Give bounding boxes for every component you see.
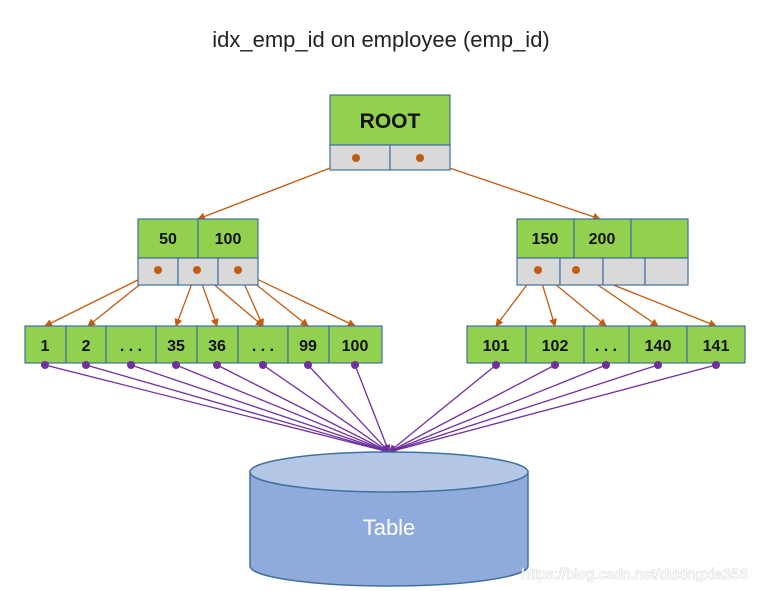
row-pointer-dot [213, 361, 221, 369]
leaf-group-left: 1 2 . . . 35 36 . . . 99 100 [24, 325, 383, 364]
pointer-dot [534, 266, 542, 274]
leaf-group-right: 101 102 . . . 140 141 [466, 325, 746, 364]
row-pointer-edge [130, 364, 390, 454]
internal-node-left: 50 100 [137, 218, 259, 286]
leaf-key: 2 [82, 338, 91, 355]
row-pointer-edge [388, 364, 717, 455]
internal-key-cell-empty [630, 218, 689, 259]
internal-key: 50 [159, 231, 177, 248]
root-node: ROOT [329, 94, 451, 171]
row-pointer-dot [41, 361, 49, 369]
leaf-cell [466, 325, 527, 364]
leaf-key: 1 [41, 338, 50, 355]
row-pointer-dot [351, 361, 359, 369]
internal-pointer-cell [644, 257, 689, 286]
row-pointer-edge [175, 364, 390, 454]
internal-key: 200 [589, 231, 616, 248]
leaf-key: 36 [208, 338, 226, 355]
leaf-key: 35 [167, 338, 185, 355]
leaf-cell [328, 325, 383, 364]
leaf-key-ellipsis: . . . [120, 338, 142, 355]
leaf-cell [237, 325, 289, 364]
row-pointer-edge [85, 364, 390, 454]
table-label: Table [363, 515, 416, 540]
leaf-key: 141 [703, 338, 730, 355]
row-pointer-edge [388, 364, 497, 453]
watermark: https://blog.csdn.net/duxingxia356 [521, 566, 748, 583]
leaf-key: 101 [483, 338, 510, 355]
diagram-title: idx_emp_id on employee (emp_id) [212, 27, 550, 52]
row-pointer-dot [654, 361, 662, 369]
internal-key-cell [516, 218, 575, 259]
row-pointer-dot [551, 361, 559, 369]
table-top [249, 451, 529, 493]
leaf-key: 140 [645, 338, 672, 355]
pointer-dot [154, 266, 162, 274]
pointer-dot [193, 266, 201, 274]
pointer-dot [234, 266, 242, 274]
pointer-dot [416, 154, 424, 162]
row-pointer-edge [354, 364, 391, 453]
internal-node-right: 150 200 [516, 218, 689, 286]
leaf-key: 102 [542, 338, 569, 355]
internal-pointer-cell [516, 257, 561, 286]
row-pointer-edge [216, 364, 390, 453]
table-body [249, 471, 529, 587]
row-pointer-dot [259, 361, 267, 369]
row-pointer-edge [388, 364, 607, 454]
row-pointer-dot [127, 361, 135, 369]
row-pointer-dot [172, 361, 180, 369]
internal-pointer-cell [602, 257, 646, 286]
pointer-dots [41, 154, 720, 369]
root-pointer-cell [329, 144, 391, 171]
internal-key: 100 [215, 231, 242, 248]
row-pointer-dot [82, 361, 90, 369]
leaf-key: 99 [299, 338, 317, 355]
leaf-cell [686, 325, 746, 364]
row-pointer-dot [712, 361, 720, 369]
leaf-cell [287, 325, 330, 364]
row-pointer-edge [388, 364, 659, 454]
table-cylinder: Table [249, 451, 529, 587]
pointer-dot [572, 266, 580, 274]
leaf-cell [65, 325, 107, 364]
root-label: ROOT [360, 110, 421, 133]
internal-pointer-cell [559, 257, 604, 286]
row-pointer-dot [304, 361, 312, 369]
internal-key: 150 [532, 231, 559, 248]
leaf-cell [196, 325, 239, 364]
leaf-key: 100 [342, 338, 369, 355]
row-pointer-dot [602, 361, 610, 369]
leaf-key-ellipsis: . . . [252, 338, 274, 355]
root-key-cell [329, 94, 451, 146]
row-pointer-edge [44, 364, 390, 455]
pointer-edges [44, 157, 717, 455]
leaf-key-ellipsis: . . . [595, 338, 617, 355]
row-pointer-edge [388, 364, 556, 453]
leaf-cell [628, 325, 688, 364]
internal-key-cell [197, 218, 259, 259]
row-pointer-edge [262, 364, 390, 453]
pointer-dot [352, 154, 360, 162]
row-pointer-edge [307, 364, 390, 453]
row-pointer-dot [492, 361, 500, 369]
leaf-cell [105, 325, 157, 364]
